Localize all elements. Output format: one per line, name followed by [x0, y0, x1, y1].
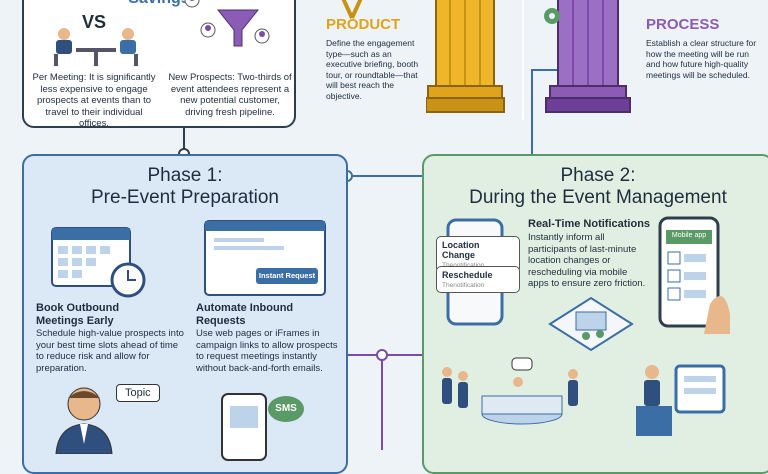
phone-icon	[221, 393, 267, 461]
notifications-text: Instantly inform all participants of las…	[528, 232, 646, 289]
new-prospects-text: New Prospects: Two-thirds of event atten…	[168, 72, 292, 118]
phase2-title-line1: Phase 2:	[560, 165, 636, 186]
topic-tag: Topic	[116, 384, 160, 402]
outbound-text: Schedule high-value prospects into your …	[36, 328, 184, 374]
crowd-illustration	[442, 357, 578, 425]
inbound-text: Use web pages or iFrames in campaign lin…	[196, 328, 338, 374]
reschedule-label: Reschedule	[442, 270, 493, 280]
process-text: Establish a clear structure for how the …	[646, 38, 757, 80]
browser-window-icon	[204, 220, 326, 296]
calendar-icon	[51, 227, 146, 298]
savings-panel: Savings VS Per Meeting: It is significan…	[22, 0, 296, 129]
phase1-title-line2: Pre-Event Preparation	[91, 187, 279, 208]
instant-request-button[interactable]: Instant Request	[256, 268, 318, 284]
phase1-panel: Phase 1: Pre-Event Preparation Instant R…	[22, 154, 348, 474]
reschedule-notification: Reschedule Thenotification	[436, 266, 520, 293]
product-pillar	[426, 0, 505, 113]
savings-title: Savings	[24, 0, 294, 8]
sms-bubble: SMS	[268, 396, 304, 422]
per-meeting-text: Per Meeting: It is significantly less ex…	[32, 72, 156, 129]
gear-icon	[544, 8, 560, 24]
process-pillar	[545, 0, 631, 113]
ladder-icon	[341, 0, 363, 19]
phase2-title-line2: During the Event Management	[469, 187, 727, 208]
meeting-table-icon	[54, 28, 138, 66]
product-title: PRODUCT	[326, 16, 401, 33]
product-text: Define the engagement type—such as an ex…	[326, 38, 419, 101]
divider-line	[522, 0, 524, 120]
vs-label: VS	[82, 12, 107, 32]
speaker-podium-illustration	[636, 364, 726, 436]
phase2-panel: Phase 2: During the Event Management Loc…	[422, 154, 768, 474]
inbound-heading: Automate Inbound Requests	[196, 302, 294, 327]
funnel-icon	[184, 0, 270, 47]
location-change-label: Location Change	[442, 240, 480, 260]
mobile-phone-icon	[658, 216, 730, 334]
reschedule-sub: Thenotification	[442, 282, 485, 289]
phase1-title-line1: Phase 1:	[147, 165, 223, 186]
location-change-sub: Thenotification	[442, 262, 484, 269]
booth-illustration	[548, 296, 634, 352]
mobile-app-label: Mobile app	[671, 232, 707, 239]
notifications-heading: Real-Time Notifications	[528, 218, 651, 230]
outbound-heading: Book Outbound Meetings Early	[36, 302, 120, 327]
person-icon	[55, 387, 113, 454]
process-title: PROCESS	[646, 16, 720, 33]
